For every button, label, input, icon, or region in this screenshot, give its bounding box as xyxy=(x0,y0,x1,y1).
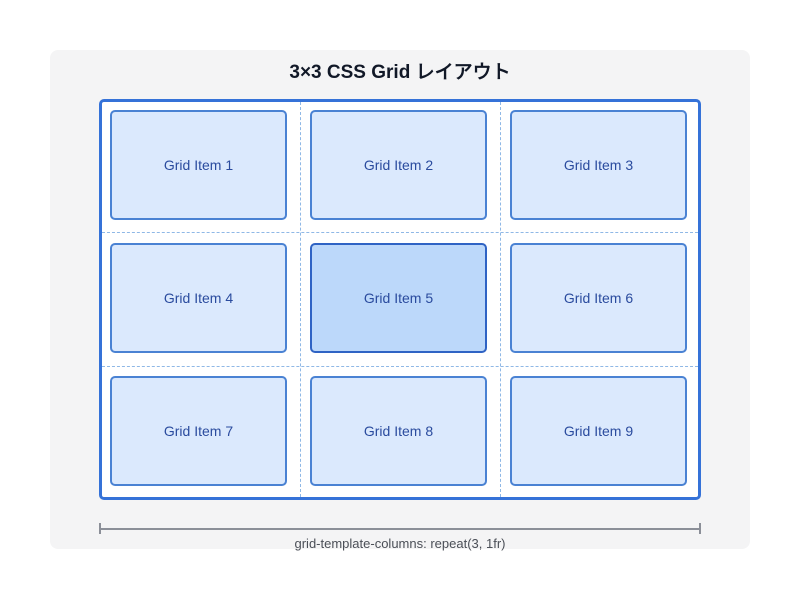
grid-item-label: Grid Item 2 xyxy=(363,157,434,173)
grid-item-1[interactable]: Grid Item 1 xyxy=(110,110,287,220)
ruler-label: grid-template-columns: repeat(3, 1fr) xyxy=(294,536,506,551)
grid-item-label: Grid Item 9 xyxy=(563,423,634,439)
diagram-title: 3×3 CSS Grid レイアウト xyxy=(289,62,511,83)
grid-item-label: Grid Item 3 xyxy=(563,157,634,173)
grid-item-label: Grid Item 7 xyxy=(163,423,234,439)
row-guide-line-1 xyxy=(102,232,698,233)
grid-item-3[interactable]: Grid Item 3 xyxy=(510,110,687,220)
grid-item-7[interactable]: Grid Item 7 xyxy=(110,376,287,486)
grid-item-2[interactable]: Grid Item 2 xyxy=(310,110,487,220)
grid-item-8[interactable]: Grid Item 8 xyxy=(310,376,487,486)
grid-item-9[interactable]: Grid Item 9 xyxy=(510,376,687,486)
grid-container: Grid Item 1 Grid Item 2 Grid Item 3 Grid… xyxy=(99,99,701,500)
width-ruler-line xyxy=(100,528,700,530)
ruler-tick-right xyxy=(699,523,701,534)
grid-item-4[interactable]: Grid Item 4 xyxy=(110,243,287,353)
grid-item-label: Grid Item 6 xyxy=(563,290,634,306)
grid-item-5-highlighted[interactable]: Grid Item 5 xyxy=(310,243,487,353)
grid-item-label: Grid Item 1 xyxy=(163,157,234,173)
row-guide-line-2 xyxy=(102,366,698,367)
grid-item-6[interactable]: Grid Item 6 xyxy=(510,243,687,353)
grid-item-label: Grid Item 5 xyxy=(363,290,434,306)
grid-item-label: Grid Item 8 xyxy=(363,423,434,439)
column-guide-line-2 xyxy=(500,102,501,497)
column-guide-line-1 xyxy=(300,102,301,497)
grid-item-label: Grid Item 4 xyxy=(163,290,234,306)
